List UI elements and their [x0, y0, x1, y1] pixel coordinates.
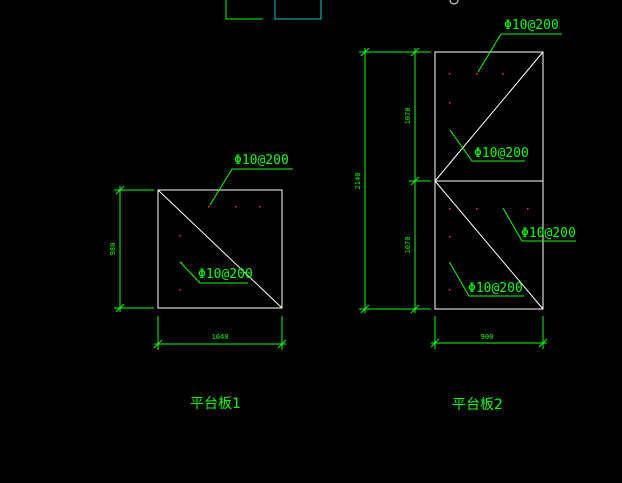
slab-1-dim-height	[114, 185, 154, 313]
slab-1-rebar-top-label: Φ10@200	[234, 153, 289, 168]
slab-2-rebar-marks	[449, 73, 529, 291]
slab-2-title: 平台板2	[452, 397, 503, 413]
slab-1-rebar-bottom-label: Φ10@200	[198, 267, 253, 282]
slab-2-dim-vertical	[359, 47, 431, 314]
slab-2-leader-top	[477, 33, 562, 73]
slab-1-dim-height-label: 980	[109, 243, 117, 256]
slab-2: Φ10@200 Φ10@200 Φ10@200 Φ10@200 2140 107…	[354, 18, 576, 413]
slab-2-leader-mid	[449, 129, 525, 162]
slab-1-rebar-marks	[179, 206, 261, 291]
slab-2-rebar-mid-label: Φ10@200	[474, 146, 529, 161]
slab-1-leader-top	[209, 168, 293, 206]
slab-1-dim-width	[153, 316, 287, 350]
slab-2-rebar-top-label: Φ10@200	[504, 18, 559, 33]
slab-2-leader-right	[502, 207, 576, 242]
slab-1-diagonal	[157, 189, 283, 309]
slab-1: Φ10@200 Φ10@200 980 1040 平台板1	[109, 153, 293, 412]
slab-1-dim-width-label: 1040	[212, 333, 229, 341]
slab-2-leader-bottom	[449, 262, 524, 297]
top-fragments	[225, 0, 459, 20]
slab-1-title: 平台板1	[190, 396, 241, 412]
slab-2-dim-lower-label: 1070	[404, 237, 412, 254]
slab-2-dim-upper-label: 1070	[404, 108, 412, 125]
slab-2-dim-width-label: 900	[481, 333, 494, 341]
slab-2-diagonal-upper	[434, 51, 544, 182]
slab-2-rebar-right-label: Φ10@200	[521, 226, 576, 241]
slab-2-diagonal-lower	[434, 180, 544, 310]
slab-2-dim-width	[430, 316, 548, 349]
slab-1-leader-bottom	[179, 261, 248, 284]
slab-2-dim-total-label: 2140	[354, 173, 362, 190]
slab-2-rebar-bottom-label: Φ10@200	[468, 281, 523, 296]
slab-1-outline	[157, 189, 283, 309]
